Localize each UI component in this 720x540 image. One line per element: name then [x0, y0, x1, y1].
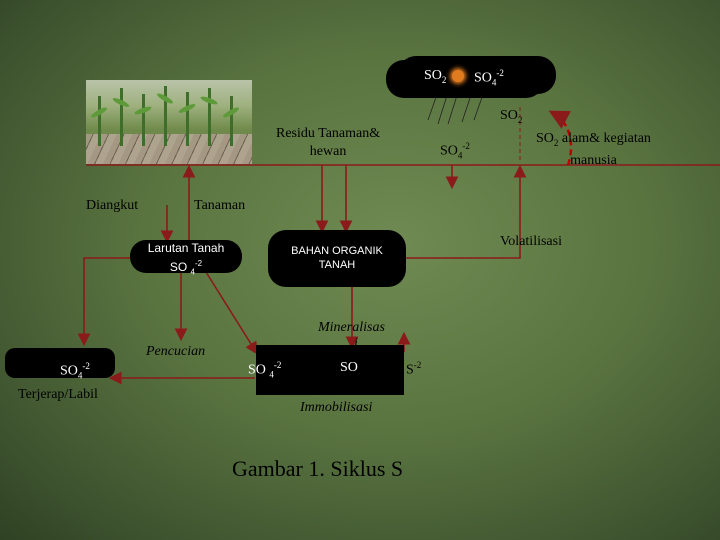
figure-caption: Gambar 1. Siklus S: [232, 456, 403, 482]
pencucian-label: Pencucian: [146, 344, 205, 360]
so4-deposit-label: SO4-2: [440, 141, 470, 160]
atmosphere-cloud: [396, 62, 546, 92]
so2-label: SO2: [500, 108, 522, 125]
sun-icon: [452, 70, 464, 82]
bottom-so: SO: [340, 360, 358, 376]
immobilisasi-label: Immobilisasi: [300, 400, 372, 416]
arrow-larutan-to-terjerap: [84, 258, 130, 343]
bottom-s: S-2: [406, 360, 421, 379]
so2-alam-label: SO2 alam& kegiatan manusia: [536, 130, 651, 170]
corn-field-image: [86, 80, 252, 164]
tanaman-label: Tanaman: [194, 198, 245, 214]
so4-terjerap-label: SO4-2 Terjerap/Labil: [18, 356, 98, 405]
larutan-tanah-box: Larutan Tanah SO 4-2: [130, 240, 242, 273]
cloud-so2: SO2: [424, 68, 446, 85]
cloud-so4: SO4-2: [474, 68, 504, 87]
bahan-organik-box: BAHAN ORGANIK TANAH: [268, 230, 406, 287]
diangkut-label: Diangkut: [86, 198, 138, 214]
arrow-pencucian: [206, 272, 256, 352]
residu-label: Residu Tanaman& hewan: [276, 125, 380, 161]
bottom-so4: SO 4-2: [248, 360, 281, 379]
volatilisasi-label: Volatilisasi: [500, 234, 562, 250]
